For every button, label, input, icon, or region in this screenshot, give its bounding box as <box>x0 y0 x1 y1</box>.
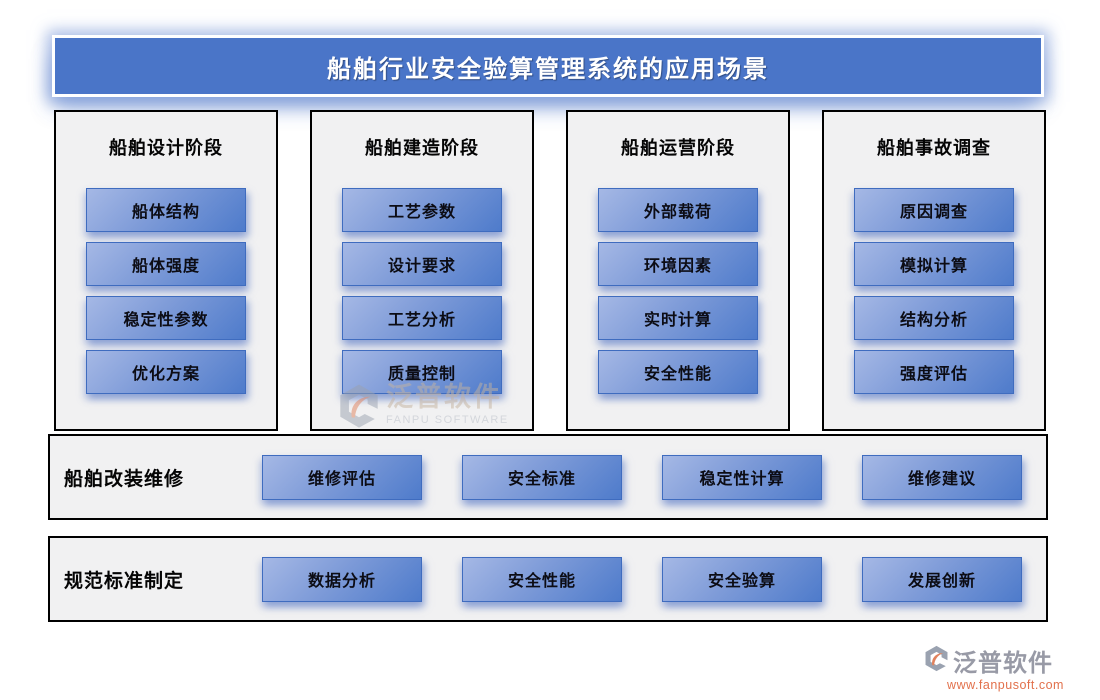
item-button[interactable]: 模拟计算 <box>854 242 1014 286</box>
item-button[interactable]: 原因调查 <box>854 188 1014 232</box>
stage-card-header: 船舶事故调查 <box>877 138 991 158</box>
fanpu-logo-icon <box>923 645 950 677</box>
item-button[interactable]: 工艺参数 <box>342 188 502 232</box>
item-button[interactable]: 稳定性计算 <box>662 454 822 500</box>
item-button[interactable]: 设计要求 <box>342 242 502 286</box>
item-button[interactable]: 维修评估 <box>262 454 422 500</box>
brand-name: 泛普软件 <box>953 650 1053 677</box>
stage-card-accident-investigation: 船舶事故调查 原因调查 模拟计算 结构分析 强度评估 <box>822 110 1046 431</box>
stage-card-items: 船体结构 船体强度 稳定性参数 优化方案 <box>86 188 246 394</box>
stage-card-items: 外部载荷 环境因素 实时计算 安全性能 <box>598 188 758 394</box>
stage-card-construction: 船舶建造阶段 工艺参数 设计要求 工艺分析 质量控制 <box>310 110 534 431</box>
stage-columns: 船舶设计阶段 船体结构 船体强度 稳定性参数 优化方案 船舶建造阶段 工艺参数 … <box>54 110 1046 431</box>
item-button[interactable]: 结构分析 <box>854 296 1014 340</box>
stage-card-header: 船舶设计阶段 <box>109 138 223 158</box>
item-button[interactable]: 安全性能 <box>462 556 622 602</box>
band-refit-maintenance: 船舶改装维修 维修评估 安全标准 稳定性计算 维修建议 <box>48 434 1048 520</box>
item-button[interactable]: 船体结构 <box>86 188 246 232</box>
stage-card-design: 船舶设计阶段 船体结构 船体强度 稳定性参数 优化方案 <box>54 110 278 431</box>
item-button[interactable]: 船体强度 <box>86 242 246 286</box>
item-button[interactable]: 安全验算 <box>662 556 822 602</box>
stage-card-header: 船舶运营阶段 <box>621 138 735 158</box>
band-label: 船舶改装维修 <box>64 468 185 490</box>
item-button[interactable]: 环境因素 <box>598 242 758 286</box>
stage-card-header: 船舶建造阶段 <box>365 138 479 158</box>
stage-card-items: 工艺参数 设计要求 工艺分析 质量控制 <box>342 188 502 394</box>
item-button[interactable]: 优化方案 <box>86 350 246 394</box>
item-button[interactable]: 实时计算 <box>598 296 758 340</box>
item-button[interactable]: 安全标准 <box>462 454 622 500</box>
band-standard-formulation: 规范标准制定 数据分析 安全性能 安全验算 发展创新 <box>48 536 1048 622</box>
item-button[interactable]: 发展创新 <box>862 556 1022 602</box>
item-button[interactable]: 强度评估 <box>854 350 1014 394</box>
stage-card-operation: 船舶运营阶段 外部载荷 环境因素 实时计算 安全性能 <box>566 110 790 431</box>
item-button[interactable]: 安全性能 <box>598 350 758 394</box>
brand-website-link[interactable]: www.fanpusoft.com <box>947 678 1064 692</box>
diagram-title-banner: 船舶行业安全验算管理系统的应用场景 <box>52 35 1044 97</box>
band-label: 规范标准制定 <box>64 570 185 592</box>
item-button[interactable]: 维修建议 <box>862 454 1022 500</box>
fanpu-brand-footer: 泛普软件 www.fanpusoft.com <box>923 643 1088 692</box>
item-button[interactable]: 外部载荷 <box>598 188 758 232</box>
item-button[interactable]: 稳定性参数 <box>86 296 246 340</box>
item-button[interactable]: 质量控制 <box>342 350 502 394</box>
item-button[interactable]: 工艺分析 <box>342 296 502 340</box>
page-title: 船舶行业安全验算管理系统的应用场景 <box>327 55 769 83</box>
stage-card-items: 原因调查 模拟计算 结构分析 强度评估 <box>854 188 1014 394</box>
item-button[interactable]: 数据分析 <box>262 556 422 602</box>
